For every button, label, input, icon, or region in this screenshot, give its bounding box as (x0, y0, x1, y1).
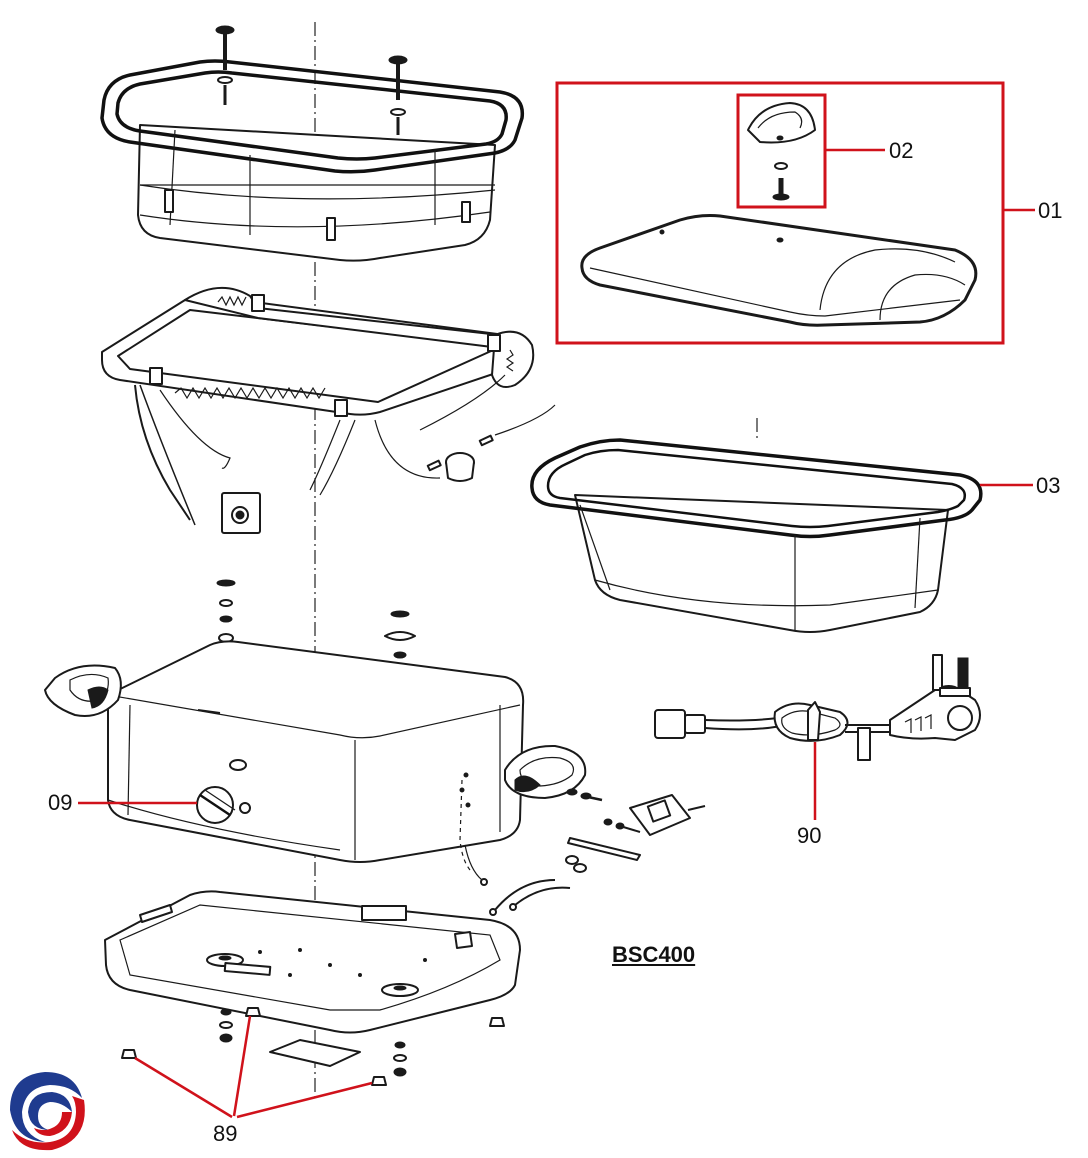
lid-knob-box (736, 93, 827, 209)
top-rim-housing (100, 25, 525, 262)
glass-lid (580, 214, 978, 327)
thermal-fuse (426, 434, 494, 482)
callout-03: 03 (1036, 473, 1061, 498)
power-cord (654, 654, 981, 761)
rim-screw-right (388, 55, 408, 135)
callout-90: 90 (797, 823, 822, 848)
heating-element-frame (101, 286, 556, 534)
leader-lines (78, 148, 1035, 1119)
rating-label (269, 1039, 361, 1067)
control-knob (196, 786, 251, 824)
callout-02: 02 (889, 138, 914, 163)
base-tray (104, 890, 521, 1034)
brand-swirl-logo (10, 1072, 85, 1151)
left-handle (44, 664, 122, 717)
callout-01: 01 (1038, 198, 1063, 223)
rubber-feet (121, 1007, 505, 1086)
callout-89: 89 (213, 1121, 238, 1146)
callout-09: 09 (48, 790, 73, 815)
base-fasteners (219, 1008, 407, 1077)
power-socket-assembly (489, 788, 706, 916)
thermostat-switch (221, 492, 261, 534)
rim-screw-left (215, 25, 235, 105)
lid-assembly-box (555, 81, 1005, 345)
main-body (107, 640, 525, 886)
lid-knob (747, 102, 816, 201)
inner-cooking-pot (530, 438, 983, 633)
model-number: BSC400 (612, 942, 696, 967)
right-handle (504, 744, 587, 799)
